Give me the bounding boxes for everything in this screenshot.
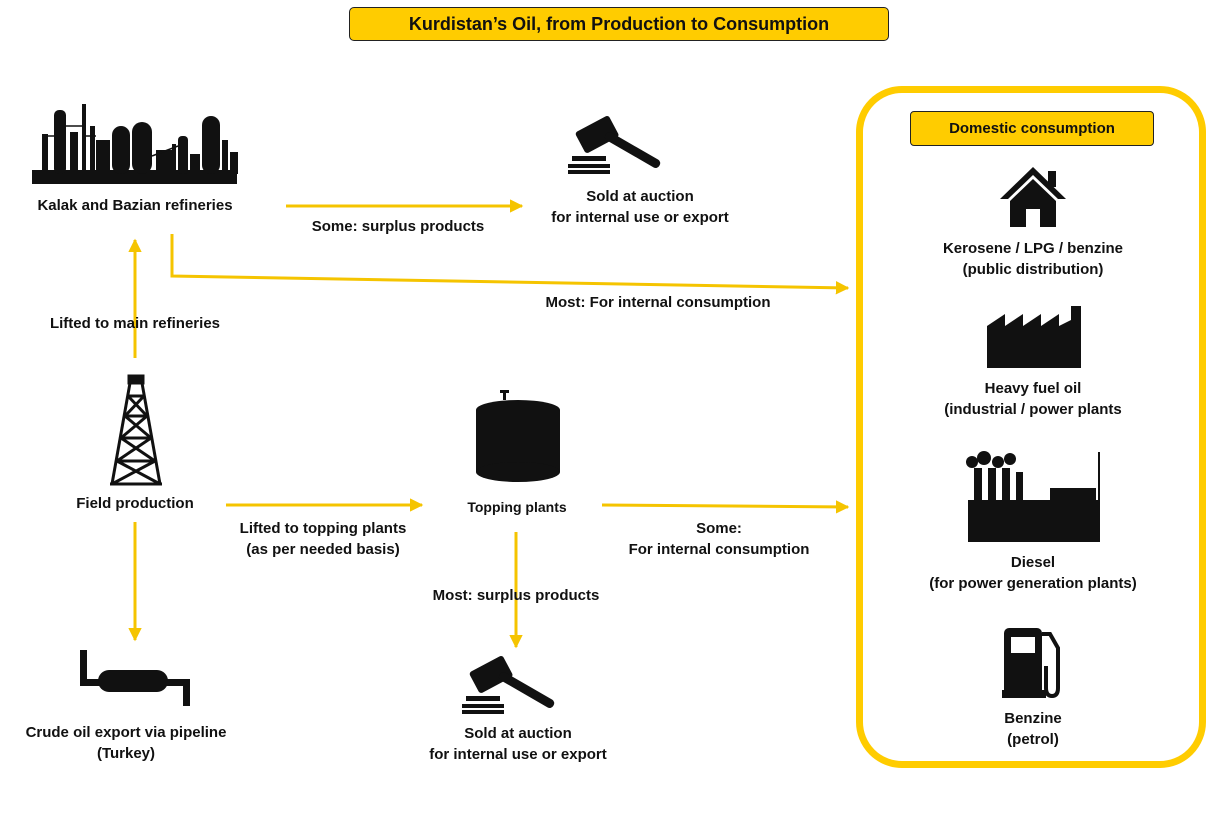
pipeline-icon bbox=[80, 650, 190, 706]
domestic-item-3-line1: Diesel bbox=[1010, 554, 1056, 571]
edge-label-most-internal: Most: For internal consumption bbox=[545, 294, 771, 311]
auction-top-line1: Sold at auction bbox=[586, 188, 694, 205]
domestic-item-1-line1: Kerosene / LPG / benzine bbox=[942, 240, 1124, 257]
storage-tank-icon bbox=[476, 390, 560, 482]
refineries-label: Kalak and Bazian refineries bbox=[37, 197, 233, 214]
auction-gavel-icon bbox=[462, 656, 555, 714]
auction-top-line2: for internal use or export bbox=[551, 209, 729, 226]
field-label: Field production bbox=[76, 495, 194, 512]
auction-gavel-icon bbox=[568, 116, 661, 174]
edge-label-some-surplus: Some: surplus products bbox=[311, 218, 485, 235]
edge-label-lifted-topping-line2: (as per needed basis) bbox=[246, 541, 400, 558]
arrow-topping-to-domestic bbox=[601, 500, 850, 514]
domestic-item-1-line2: (public distribution) bbox=[962, 261, 1104, 278]
topping-label: Topping plants bbox=[467, 499, 567, 515]
domestic-item-3-line2: (for power generation plants) bbox=[929, 575, 1137, 592]
fuel-pump-icon bbox=[1002, 628, 1060, 699]
factory-icon bbox=[987, 306, 1081, 368]
domestic-item-4-line1: Benzine bbox=[1004, 710, 1062, 727]
diagram-title: Kurdistan’s Oil, from Production to Cons… bbox=[349, 7, 889, 41]
domestic-item-2-line2: (industrial / power plants bbox=[944, 401, 1122, 418]
power-plant-icon bbox=[966, 451, 1100, 542]
domestic-item-2-line1: Heavy fuel oil bbox=[984, 380, 1082, 397]
house-icon bbox=[1000, 167, 1066, 227]
oil-derrick-icon bbox=[110, 374, 162, 486]
auction-bottom-line1: Sold at auction bbox=[464, 725, 572, 742]
edge-label-lifted-main: Lifted to main refineries bbox=[49, 315, 221, 332]
edge-label-lifted-topping-line1: Lifted to topping plants bbox=[239, 520, 407, 537]
arrow-refineries-to-domestic bbox=[170, 234, 850, 295]
domestic-consumption-panel bbox=[856, 86, 1206, 768]
edge-label-some-internal-line1: Some: bbox=[696, 520, 742, 537]
refinery-icon bbox=[32, 104, 238, 184]
pipeline-label-line2: (Turkey) bbox=[96, 745, 156, 762]
edge-label-most-surplus: Most: surplus products bbox=[432, 587, 600, 604]
pipeline-label-line1: Crude oil export via pipeline bbox=[25, 724, 227, 741]
auction-bottom-line2: for internal use or export bbox=[429, 746, 607, 763]
domestic-item-4-line2: (petrol) bbox=[1007, 731, 1059, 748]
edge-label-some-internal-line2: For internal consumption bbox=[628, 541, 810, 558]
domestic-consumption-title: Domestic consumption bbox=[910, 111, 1154, 146]
